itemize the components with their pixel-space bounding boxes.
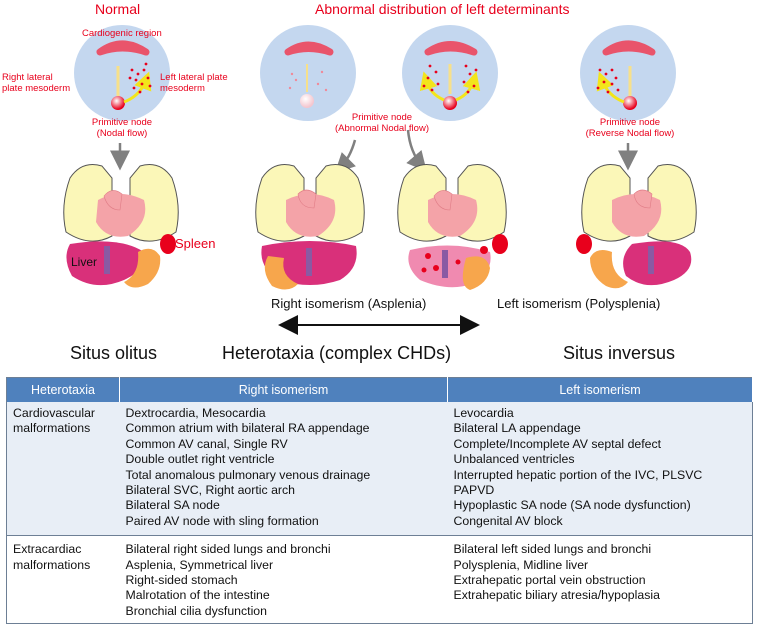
list-item: Double outlet right ventricle	[125, 452, 275, 467]
header-normal: Normal	[95, 1, 141, 17]
embryo-normal	[74, 25, 170, 121]
list-item: Extracardiac	[13, 542, 82, 557]
list-item: Levocardia	[453, 406, 514, 420]
list-item: PAPVD	[453, 483, 495, 498]
list-item: Bilateral SVC, Right aortic arch	[125, 483, 296, 498]
label-node-abnormal: Primitive node (Abnormal Nodal flow)	[335, 112, 429, 134]
col-left-isomerism: Left isomerism	[447, 377, 753, 402]
label-right-lpm: Right lateral plate mesoderm	[2, 72, 71, 94]
list-item: malformations	[13, 557, 91, 572]
embryo-situs-inversus	[580, 25, 676, 121]
label-cardiogenic: Cardiogenic region	[82, 28, 162, 39]
organs-right-isomerism	[255, 164, 365, 290]
list-item: Bilateral LA appendage	[453, 421, 581, 436]
list-item: Malrotation of the intestine	[125, 588, 270, 603]
label-node-reverse: Primitive node (Reverse Nodal flow)	[585, 117, 675, 139]
list-item: Paired AV node with sling formation	[125, 513, 319, 528]
label-situs-inversus: Situs inversus	[563, 343, 676, 363]
diagram-artwork	[63, 25, 697, 335]
list-item: Right-sided stomach	[125, 573, 238, 588]
list-item: Polysplenia, Midline liver	[453, 557, 589, 572]
header-abnormal: Abnormal distribution of left determinan…	[315, 1, 570, 17]
label-liver: Liver	[71, 255, 98, 269]
organs-situs-inversus	[576, 164, 697, 289]
embryo-left-isomerism	[402, 25, 498, 121]
list-item: malformations	[13, 421, 91, 436]
list-item: Bilateral right sided lungs and bronchi	[125, 542, 331, 557]
col-heterotaxia: Heterotaxia	[6, 377, 120, 402]
list-item: Dextrocardia, Mesocardia	[125, 406, 266, 420]
label-left-lpm: Left lateral plate mesoderm	[160, 72, 228, 94]
col-right-isomerism: Right isomerism	[119, 377, 448, 402]
list-item: Unbalanced ventricles	[453, 452, 575, 467]
organs-normal	[63, 164, 179, 288]
label-left-isomerism: Left isomerism (Polysplenia)	[497, 296, 661, 311]
label-node-normal: Primitive node (Nodal flow)	[91, 117, 153, 139]
list-item: Bilateral left sided lungs and bronchi	[453, 542, 652, 557]
heterotaxia-table: Heterotaxia Right isomerism Left isomeri…	[6, 377, 753, 624]
organs-left-isomerism	[397, 164, 508, 290]
list-item: Bronchial cilia dysfunction	[125, 603, 268, 618]
list-item: Common AV canal, Single RV	[125, 436, 288, 451]
list-item: Extrahepatic biliary atresia/hypoplasia	[453, 588, 660, 603]
embryo-right-isomerism	[260, 25, 356, 121]
list-item: Bilateral SA node	[125, 498, 220, 513]
label-heterotaxia: Heterotaxia (complex CHDs)	[222, 343, 452, 363]
label-spleen: Spleen	[175, 236, 216, 251]
list-item: Complete/Incomplete AV septal defect	[453, 436, 662, 451]
list-item: Congenital AV block	[453, 513, 563, 528]
flow-arrows	[110, 129, 638, 174]
list-item: Extrahepatic portal vein obstruction	[453, 573, 646, 588]
table-header-row: Heterotaxia Right isomerism Left isomeri…	[6, 377, 753, 402]
list-item: Asplenia, Symmetrical liver	[125, 557, 274, 572]
list-item: Common atrium with bilateral RA appendag…	[125, 421, 370, 436]
label-right-isomerism: Right isomerism (Asplenia)	[271, 296, 427, 311]
list-item: Total anomalous pulmonary venous drainag…	[125, 467, 371, 482]
list-item: Interrupted hepatic portion of the IVC, …	[453, 467, 703, 482]
label-situs-solitus: Situs olitus	[70, 343, 158, 363]
list-item: Hypoplastic SA node (SA node dysfunction…	[453, 498, 691, 513]
list-item: Cardiovascular	[13, 406, 96, 420]
